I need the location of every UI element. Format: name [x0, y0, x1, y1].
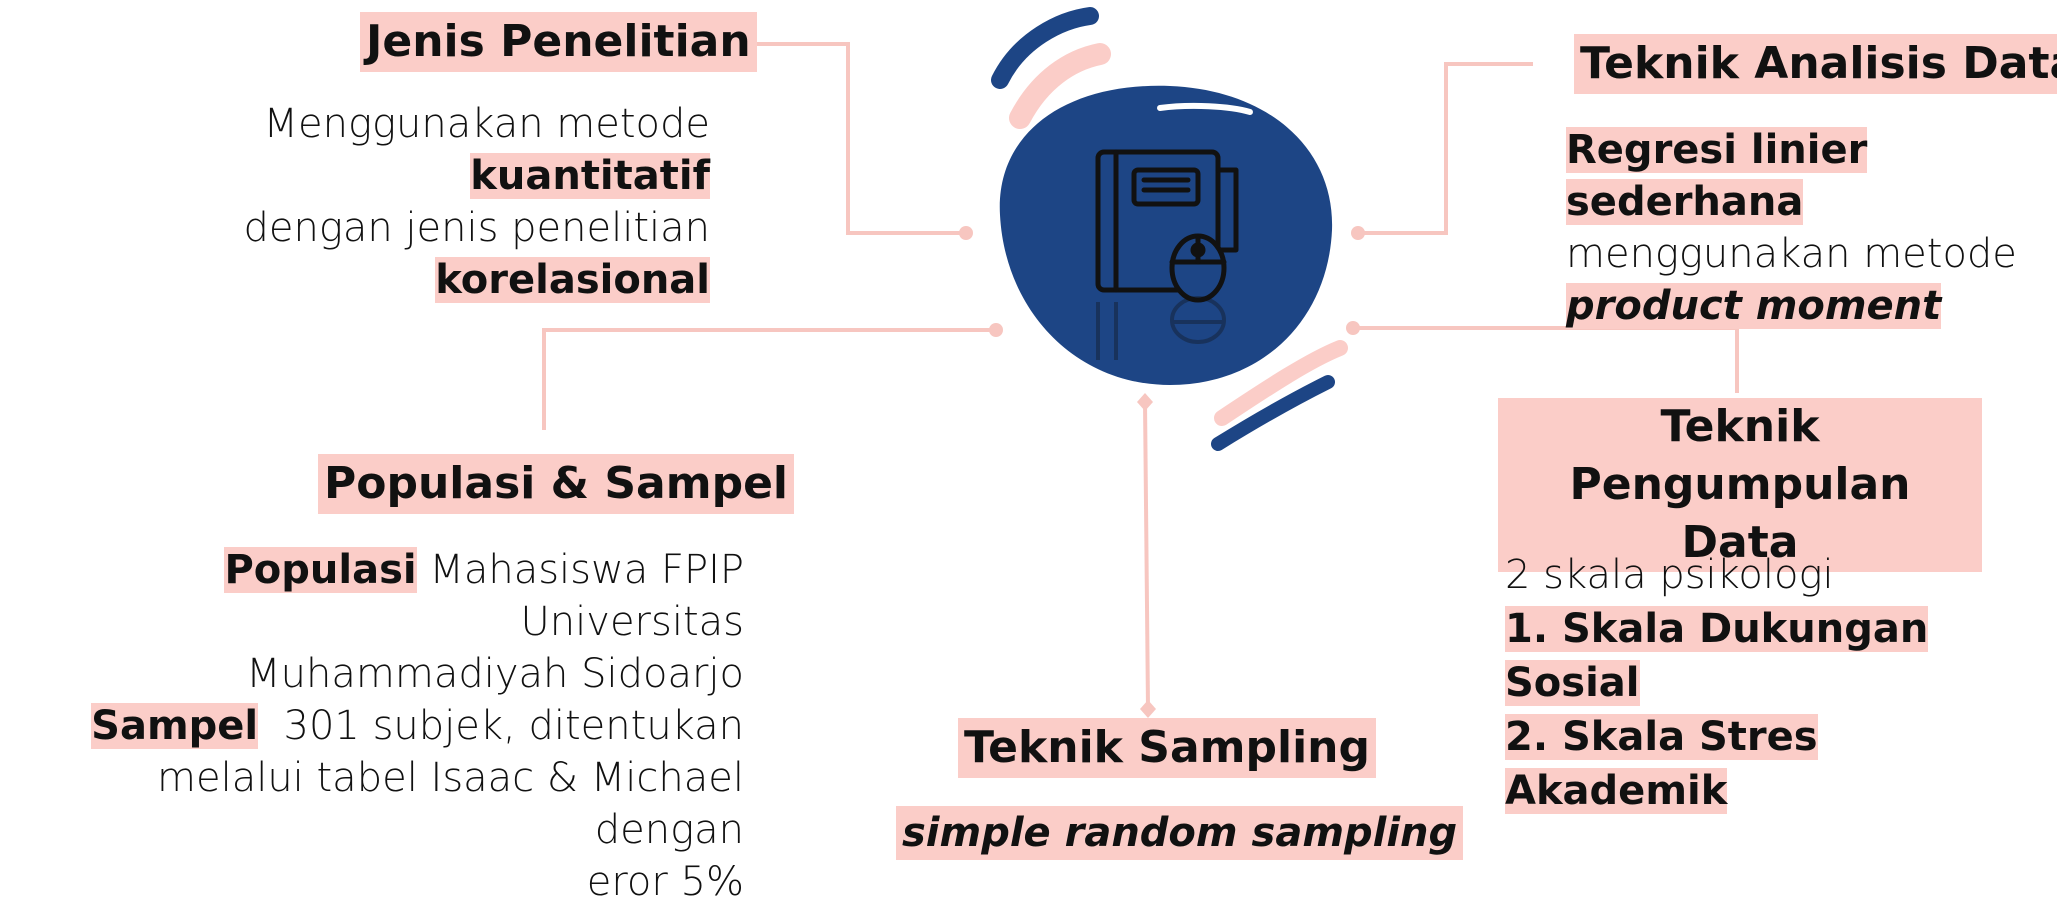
diagram-graphics	[542, 7, 1739, 718]
jenis-description: Menggunakan metode kuantitatif dengan je…	[20, 98, 710, 306]
book-with-mouse-icon	[1095, 149, 1239, 303]
pengumpulan-intro: 2 skala psikologi	[1505, 552, 1834, 598]
brush-stroke	[991, 7, 1099, 89]
connector-pengumpulan	[1353, 326, 1739, 393]
sampel-text: 301 subjek, ditentukan	[258, 703, 744, 749]
connector-dot	[959, 226, 973, 240]
connector-dot	[989, 323, 1003, 337]
connector-sampling	[1143, 401, 1150, 709]
pengumpulan-item-2: 2. Skala Stres Akademik	[1505, 714, 1818, 814]
connector-populasi	[542, 328, 996, 430]
jenis-title: Jenis Penelitian	[360, 12, 757, 72]
connector-diamond	[1137, 393, 1153, 411]
analisis-description: Regresi linier sederhana menggunakan met…	[1566, 124, 2056, 332]
brush-stroke	[1214, 340, 1348, 426]
populasi-label: Populasi	[224, 547, 417, 593]
pengumpulan-title: Teknik Pengumpulan Data	[1498, 398, 1982, 572]
jenis-line2: dengan jenis penelitian	[243, 205, 710, 251]
connector-analisis	[1358, 62, 1533, 235]
analisis-method: Regresi linier sederhana	[1566, 127, 1868, 225]
brush-stroke	[1009, 43, 1111, 129]
connector-diamond	[1140, 700, 1156, 718]
highlight-stroke	[1157, 102, 1253, 115]
jenis-type: korelasional	[435, 257, 710, 303]
analisis-title: Teknik Analisis Data	[1574, 34, 2057, 94]
pengumpulan-description: 2 skala psikologi 1. Skala Dukungan Sosi…	[1505, 548, 2045, 818]
center-circle	[999, 85, 1333, 385]
populasi-line5: eror 5%	[586, 859, 744, 905]
populasi-text: Mahasiswa FPIP Universitas	[416, 547, 744, 645]
icon-reflection	[1096, 296, 1226, 360]
jenis-line1-text: Menggunakan metode	[263, 101, 710, 147]
populasi-title: Populasi & Sampel	[318, 454, 794, 514]
sampling-title: Teknik Sampling	[958, 718, 1376, 778]
pengumpulan-title-line1: Teknik Pengumpulan	[1569, 401, 1911, 510]
sampel-label: Sampel	[91, 703, 259, 749]
populasi-line4: melalui tabel Isaac & Michael dengan	[157, 755, 744, 853]
analisis-technique: product moment	[1566, 283, 1942, 329]
populasi-text2: Muhammadiyah Sidoarjo	[246, 651, 744, 697]
pengumpulan-item-1: 1. Skala Dukungan Sosial	[1505, 606, 1929, 706]
jenis-method: kuantitatif	[470, 153, 710, 199]
brush-stroke	[1211, 375, 1335, 451]
connector-dot	[1351, 226, 1365, 240]
pengumpulan-title-line2: Data	[1681, 517, 1799, 568]
analisis-line2: menggunakan metode	[1566, 231, 2017, 277]
connector-jenis	[728, 42, 966, 235]
connector-dot	[1346, 321, 1360, 335]
populasi-description: Populasi Mahasiswa FPIP Universitas Muha…	[10, 544, 744, 908]
sampling-method: simple random sampling	[896, 806, 1464, 860]
